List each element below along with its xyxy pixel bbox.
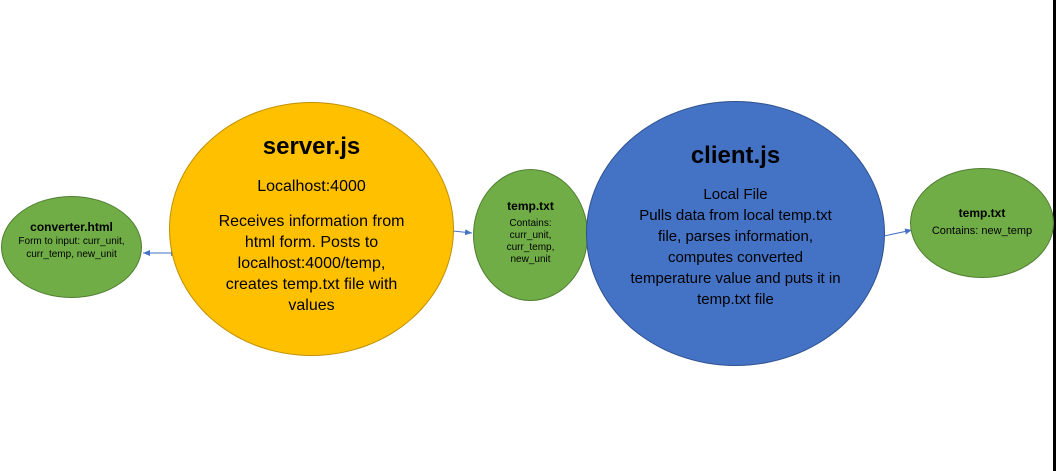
node-title: server.js xyxy=(262,133,361,160)
node-line: Pulls data from local temp.txt xyxy=(639,207,832,224)
server-temp-connector xyxy=(452,229,473,236)
node-description: Form to input: curr_unit, curr_temp, new… xyxy=(3,235,141,261)
node-title: converter.html xyxy=(30,220,113,234)
node-title: temp.txt xyxy=(958,206,1006,220)
node-line: temp.txt file xyxy=(697,291,774,308)
node-line: Contains: new_temp xyxy=(931,225,1033,237)
node-description: Receives information from html form. Pos… xyxy=(196,211,428,316)
converter-html-node: converter.html Form to input: curr_unit,… xyxy=(1,196,142,298)
node-line: temperature value and puts it in xyxy=(630,270,841,287)
node-line: values xyxy=(288,297,335,314)
node-title: client.js xyxy=(690,142,781,169)
node-line: curr_temp, new_unit xyxy=(26,249,117,260)
node-line: file, parses information, xyxy=(657,228,814,245)
node-line: new_unit xyxy=(510,254,551,265)
client-temp-right-connector xyxy=(883,228,913,237)
node-description: Contains: curr_unit, curr_temp, new_unit xyxy=(497,218,565,266)
node-line: Receives information from xyxy=(218,213,405,230)
node-line: curr_unit, xyxy=(509,230,552,241)
temp-txt-output-node: temp.txt Contains: new_temp xyxy=(910,168,1054,278)
node-line: creates temp.txt file with xyxy=(225,276,398,293)
node-subtitle: Localhost:4000 xyxy=(257,178,366,195)
node-line: localhost:4000/temp, xyxy=(237,255,386,272)
node-line: Contains: xyxy=(509,218,552,229)
node-line: curr_temp, xyxy=(506,242,555,253)
node-title: temp.txt xyxy=(507,199,554,213)
client-js-node: client.js Local File Pulls data from loc… xyxy=(586,101,885,366)
node-description: Contains: new_temp xyxy=(932,224,1032,238)
server-js-node: server.js Localhost:4000 Receives inform… xyxy=(169,102,454,356)
node-line: Form to input: curr_unit, xyxy=(18,236,125,247)
node-line: Local File xyxy=(703,186,768,203)
page-right-border xyxy=(1053,0,1056,471)
node-line: computes converted xyxy=(667,249,804,266)
temp-txt-node: temp.txt Contains: curr_unit, curr_temp,… xyxy=(473,169,588,301)
node-line: html form. Posts to xyxy=(244,234,379,251)
node-description: Local File Pulls data from local temp.tx… xyxy=(595,184,877,310)
